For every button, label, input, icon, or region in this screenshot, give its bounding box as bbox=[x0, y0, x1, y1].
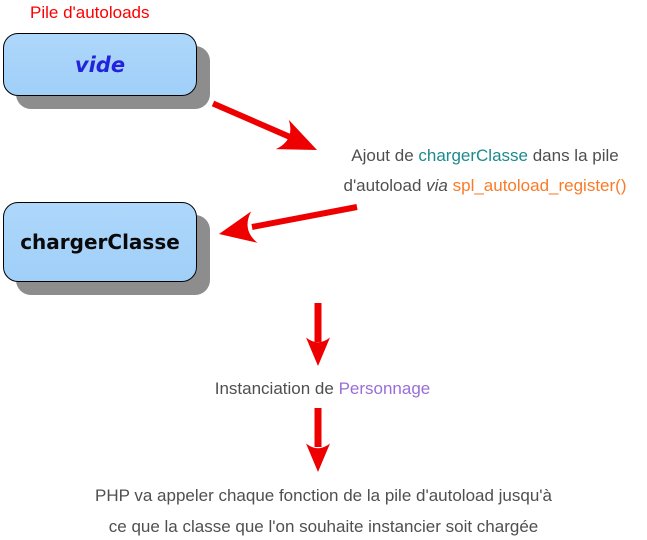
footer-explanation: PHP va appeler chaque fonction de la pil… bbox=[0, 480, 647, 540]
register-text-before: Ajout de bbox=[351, 146, 419, 165]
instantiation-annotation: Instanciation de Personnage bbox=[160, 378, 485, 400]
arrow-down-right-icon bbox=[211, 100, 317, 150]
autoload-stack-box-chargerclasse: chargerClasse bbox=[3, 202, 197, 282]
register-function-name: chargerClasse bbox=[418, 146, 528, 165]
register-code-text: spl_autoload_register() bbox=[452, 176, 627, 195]
register-annotation: Ajout de chargerClasse dans la pile d'au… bbox=[323, 141, 647, 201]
chargerclasse-label: chargerClasse bbox=[20, 230, 180, 254]
register-text-after: dans la pile bbox=[527, 146, 619, 165]
register-text-autoload: d'autoload bbox=[343, 176, 427, 195]
vide-label: vide bbox=[74, 52, 126, 77]
instantiation-class-name: Personnage bbox=[338, 379, 431, 398]
register-annotation-line-2: d'autoload via spl_autoload_register() bbox=[323, 171, 647, 201]
instantiation-text-before: Instanciation de bbox=[214, 379, 339, 398]
footer-line-2: ce que la classe que l'on souhaite insta… bbox=[108, 517, 539, 536]
stack-title-label: Pile d'autoloads bbox=[30, 3, 150, 22]
arrow-down-left-icon bbox=[219, 204, 358, 243]
arrow-down-icon bbox=[306, 303, 330, 366]
register-annotation-line-1: Ajout de chargerClasse dans la pile bbox=[323, 141, 647, 171]
autoload-stack-box-vide: vide bbox=[3, 33, 197, 96]
register-via-text: via bbox=[426, 176, 453, 195]
arrow-down-icon-2 bbox=[306, 408, 330, 472]
footer-line-1: PHP va appeler chaque fonction de la pil… bbox=[94, 486, 552, 505]
